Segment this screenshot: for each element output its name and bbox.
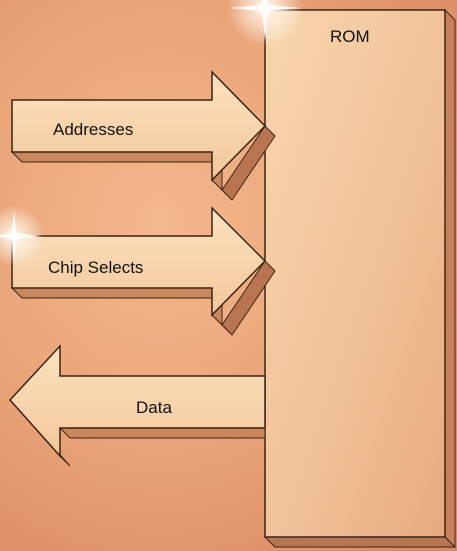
data-arrow-depth: [60, 428, 265, 438]
rom-block-side: [445, 10, 455, 547]
addresses-arrow: [12, 72, 275, 200]
addresses-arrow-depth: [12, 152, 222, 190]
rom-label: ROM: [330, 27, 370, 47]
chip-selects-arrow-depth: [12, 288, 222, 325]
rom-block-bottom: [265, 537, 455, 547]
data-label: Data: [136, 398, 172, 418]
rom-block-face: [265, 10, 445, 537]
rom-block: [265, 10, 455, 547]
addresses-label: Addresses: [53, 120, 133, 140]
addresses-arrow-body: [12, 72, 265, 180]
chip-selects-label: Chip Selects: [48, 258, 143, 278]
